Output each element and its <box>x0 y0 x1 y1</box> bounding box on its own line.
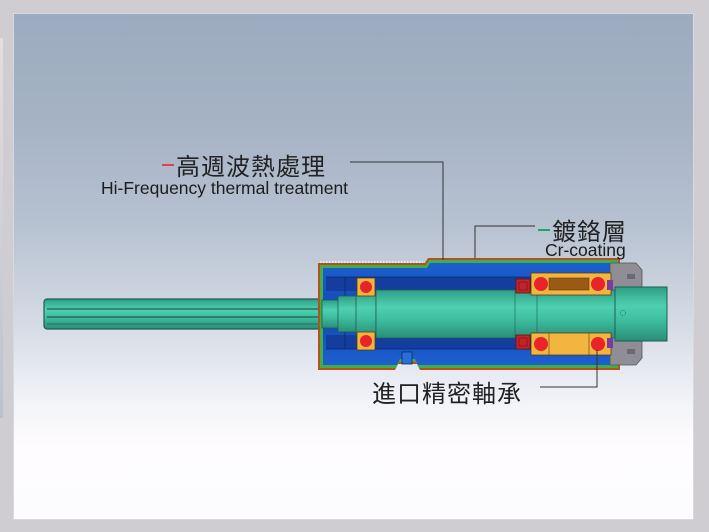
main-shaft <box>321 289 627 339</box>
leader-lines <box>350 161 598 388</box>
heat-treatment-label-zh: 高週波熱處理 <box>162 147 326 182</box>
rear-bearings <box>515 272 613 356</box>
leader-cr-coating <box>474 225 535 258</box>
cr-coating-label-zh: 鍍鉻層 <box>538 212 627 247</box>
left-edge-strip <box>0 38 3 418</box>
cr-coating-label-en: Cr-coating <box>545 240 626 260</box>
heat-treatment-marker <box>162 164 174 166</box>
heat-treatment-label-en: Hi-Frequency thermal treatment <box>101 178 349 198</box>
cr-coating-marker <box>538 229 550 231</box>
front-bearing <box>356 277 376 351</box>
shaft-nose <box>614 286 668 342</box>
spline-shaft <box>43 298 335 330</box>
bearing-label-zh: 進口精密軸承 <box>372 380 522 408</box>
leader-heat-treatment <box>350 161 444 260</box>
leader-bearing <box>540 350 598 388</box>
